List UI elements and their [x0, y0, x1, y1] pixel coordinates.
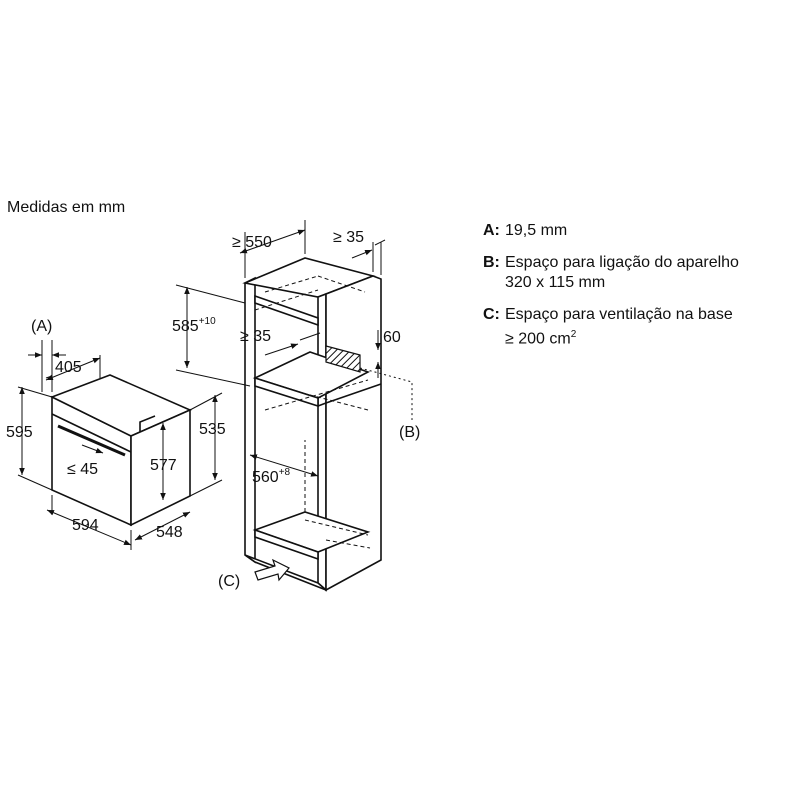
dim-560: 560+8 — [252, 467, 291, 486]
cabinet-left-panel — [244, 276, 256, 564]
label-b: (B) — [399, 424, 420, 441]
cabinet-drawing — [242, 257, 382, 592]
dim-ge550: ≥ 550 — [232, 234, 272, 251]
dim-405: 405 — [55, 359, 82, 376]
oven-labels: (A) 405 595 594 548 577 535 ≤ 45 — [6, 318, 226, 541]
dim-le45: ≤ 45 — [67, 461, 98, 478]
legend-text: Espaço para ventilação na base≥ 200 cm2 — [505, 306, 733, 348]
legend-item-a: A: 19,5 mm — [483, 221, 793, 241]
oven-handle — [57, 424, 126, 457]
oven-dimensions — [17, 340, 223, 550]
dim-594: 594 — [72, 517, 99, 534]
dim-60: 60 — [383, 329, 401, 346]
label-c: (C) — [218, 573, 240, 590]
label-a: (A) — [31, 318, 52, 335]
legend-key: B: — [483, 254, 500, 271]
dim-595: 595 — [6, 424, 33, 441]
dim-ge35-back: ≥ 35 — [333, 229, 364, 246]
legend-text: 19,5 mm — [505, 222, 568, 239]
legend-key: A: — [483, 222, 500, 239]
legend-key: C: — [483, 306, 500, 323]
ventilation-arrow — [254, 558, 290, 582]
dim-535: 535 — [199, 421, 226, 438]
cabinet-dimensions — [175, 220, 386, 582]
dim-ge35-gap: ≥ 35 — [240, 328, 271, 345]
dim-577: 577 — [150, 457, 177, 474]
dim-585: 585+10 — [172, 316, 216, 335]
connection-area-b — [325, 345, 361, 373]
legend: A: 19,5 mm B: Espaço para ligação do apa… — [483, 221, 793, 361]
cabinet-labels: ≥ 550 ≥ 35 585+10 ≥ 35 60 560+8 (B) (C) — [172, 229, 420, 590]
dim-548: 548 — [156, 524, 183, 541]
units-caption: Medidas em mm — [7, 199, 126, 216]
legend-item-c: C: Espaço para ventilação na base≥ 200 c… — [483, 305, 793, 349]
oven-drawing — [45, 374, 192, 527]
